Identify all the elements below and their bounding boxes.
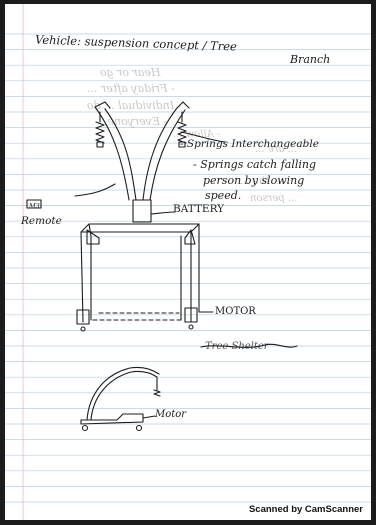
sketch-layer: [5, 4, 371, 520]
scan-watermark: Scanned by CamScanner: [249, 504, 363, 515]
spring-left-icon: [96, 112, 104, 147]
remote-box: [27, 200, 41, 208]
battery-arrow: [151, 212, 175, 214]
spring-right-icon: [178, 112, 186, 147]
scanned-page: Hear or go - Friday after ... - Individu…: [5, 4, 371, 520]
crane-drawing: [81, 367, 160, 430]
springs-arrow: [181, 132, 225, 142]
tree-branch-drawing: [95, 102, 189, 222]
strike-through: [201, 344, 297, 347]
left-arrow: [75, 184, 115, 196]
vehicle-frame: [77, 224, 213, 331]
